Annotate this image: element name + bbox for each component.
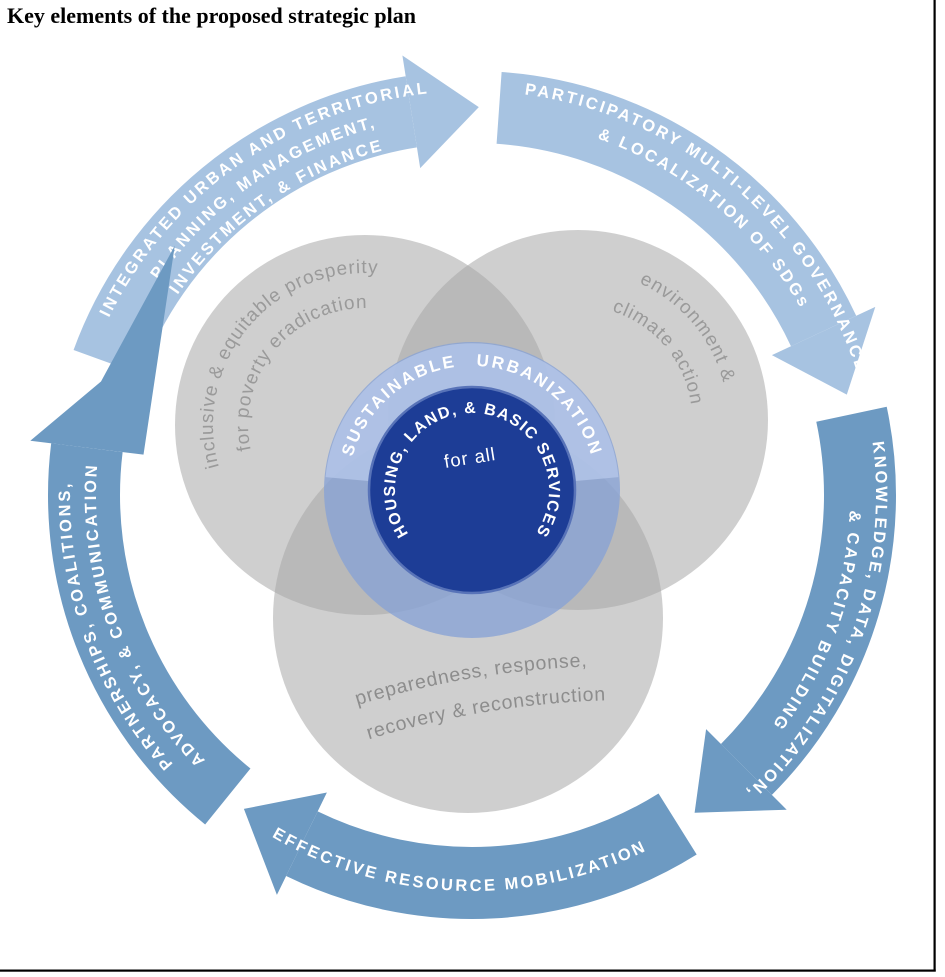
page-border-right [933, 0, 936, 972]
arrow-knowledge-data-head [694, 729, 787, 813]
arrow-participatory-governance-body [496, 71, 857, 347]
arrow-resource-mobilization-body [286, 793, 697, 919]
arrow-partnerships-body [48, 443, 251, 825]
page-title: Key elements of the proposed strategic p… [7, 3, 416, 28]
arrow-participatory-governance-head [771, 306, 876, 395]
arrow-integrated-urban-planning-body [73, 76, 418, 375]
arrow-integrated-urban-planning-head [402, 55, 479, 169]
core-circle [367, 385, 577, 595]
arrow-resource-mobilization-head [243, 792, 327, 895]
core-ring-highlight [325, 343, 619, 482]
arrow-knowledge-data-body [720, 406, 896, 795]
page-border-bottom [0, 969, 936, 972]
arrow-partnerships-head [30, 245, 175, 455]
